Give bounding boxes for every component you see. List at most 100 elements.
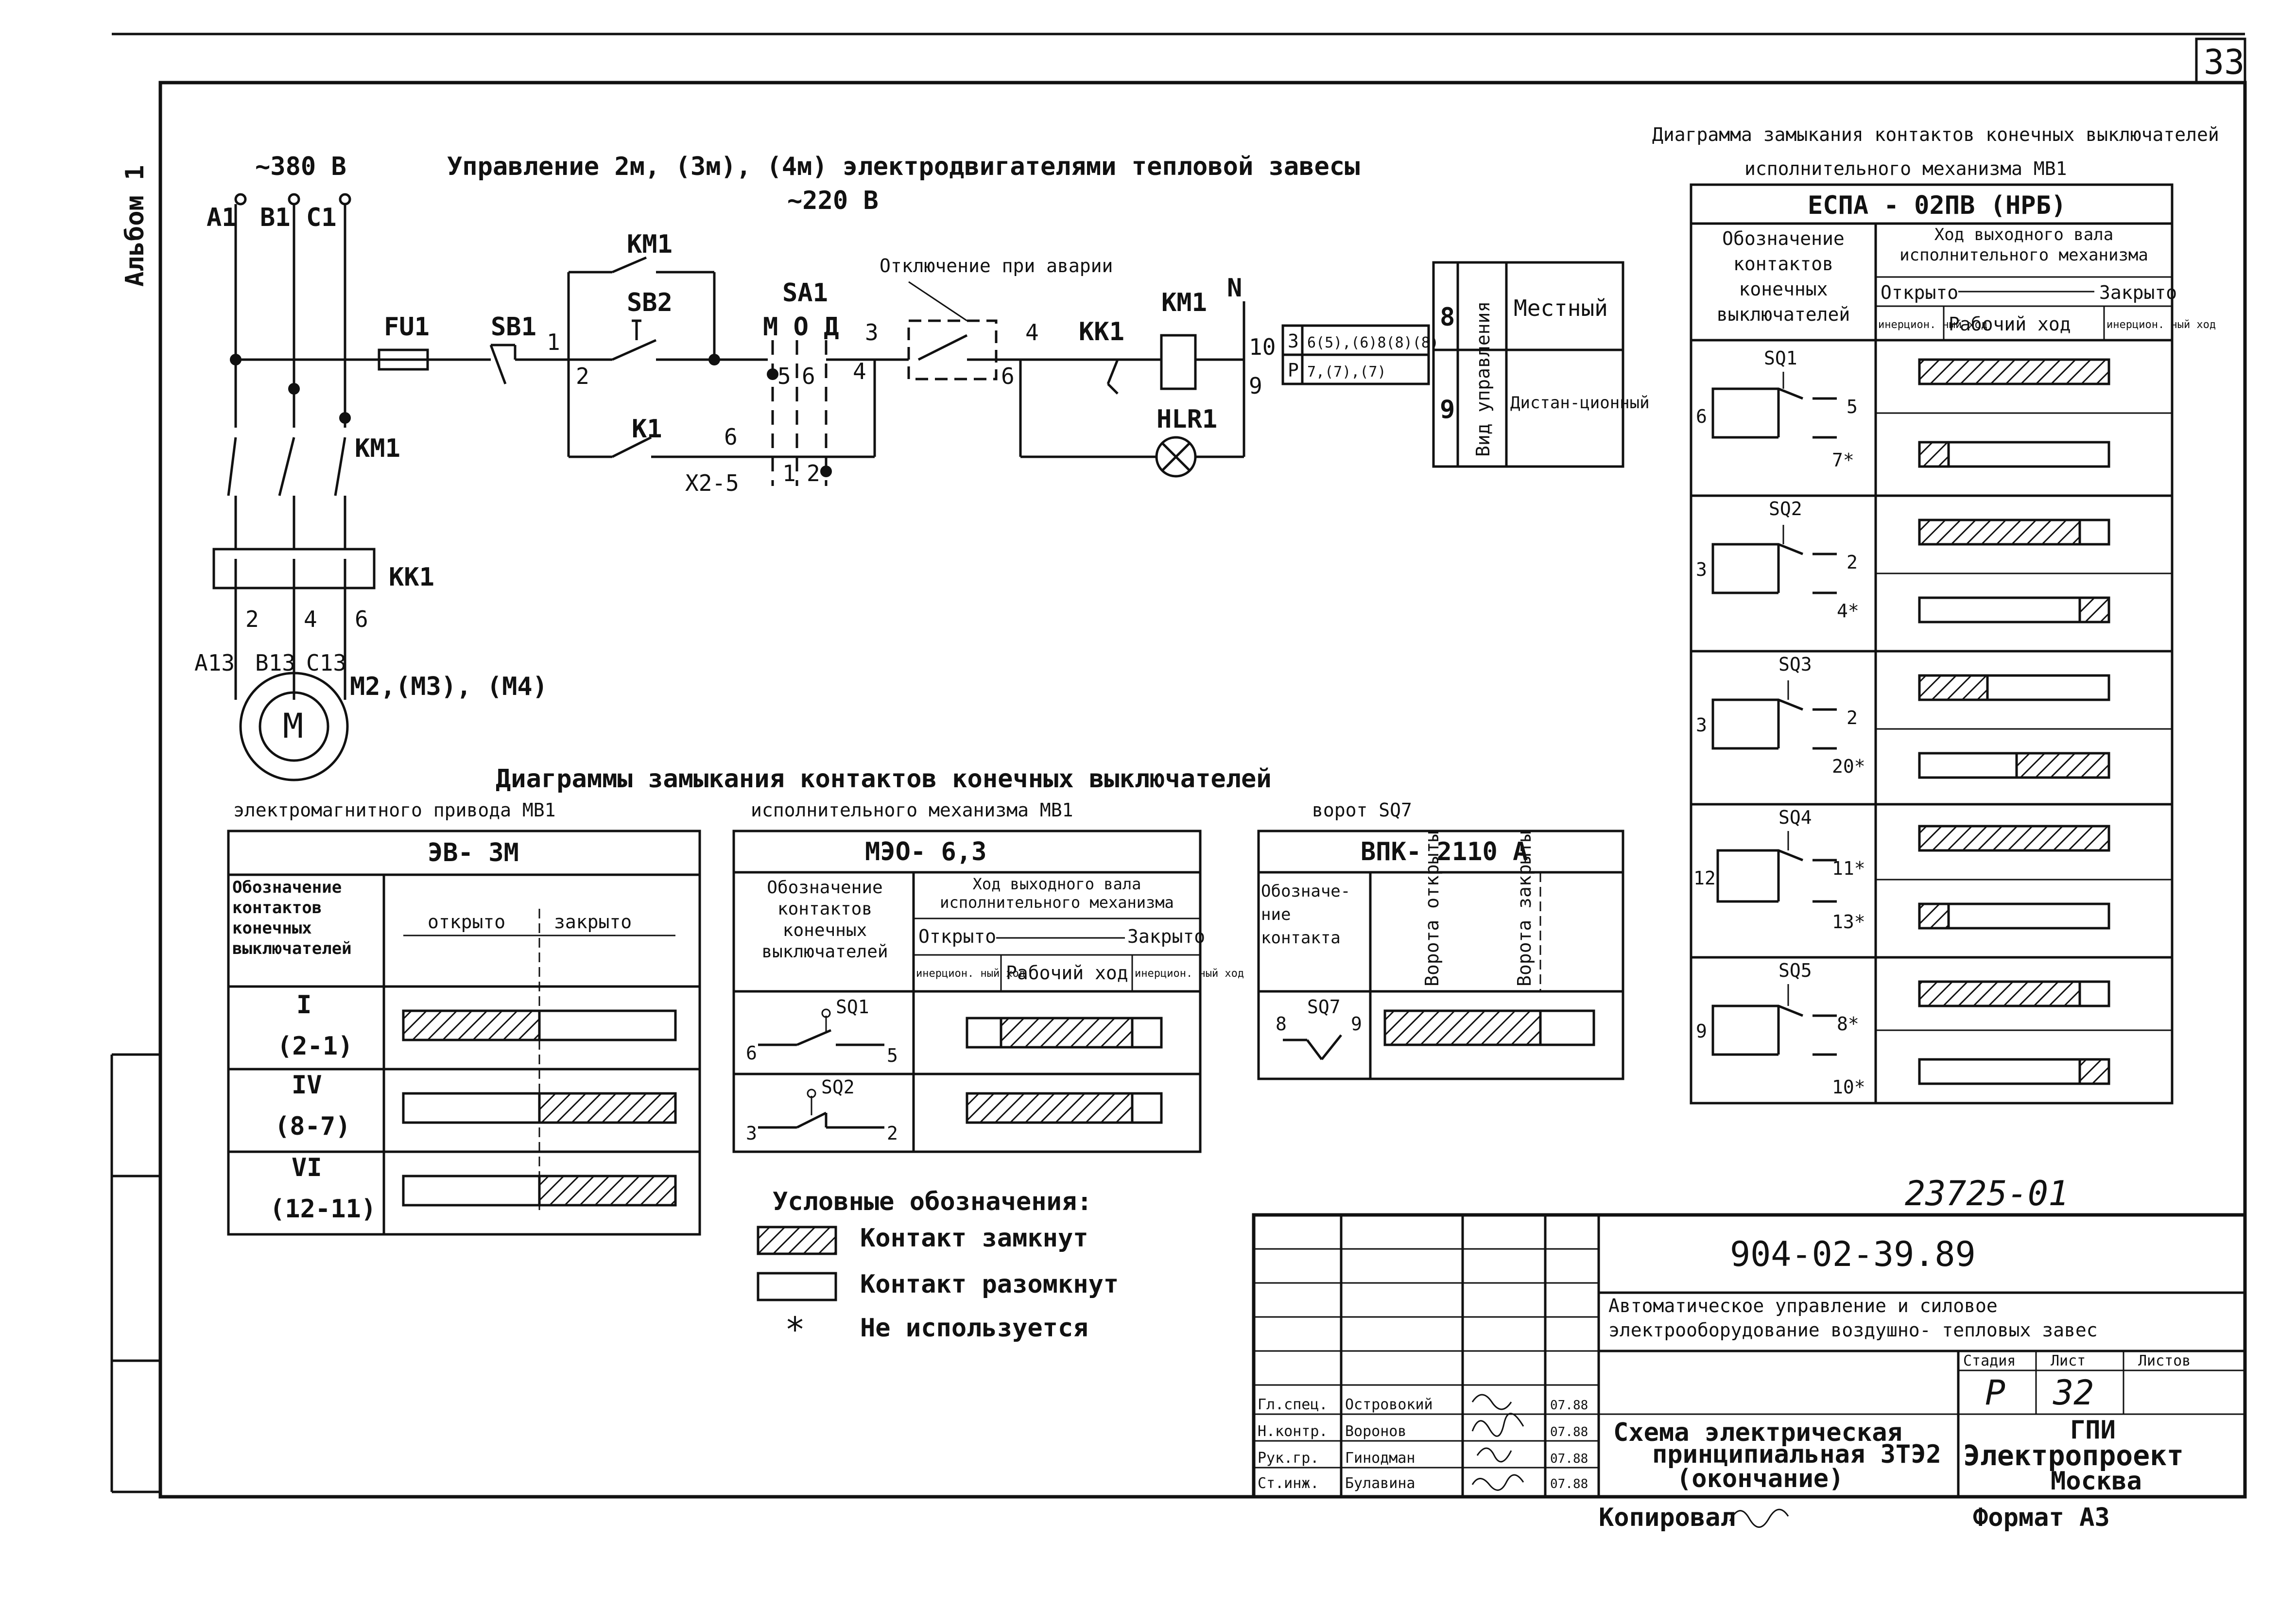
node-1: 1	[547, 329, 560, 355]
espa-sq1-closed-a	[1918, 358, 2110, 385]
espa-sq2-closed-a	[1918, 519, 2081, 546]
motor-symbol	[239, 672, 349, 781]
node-1b: 1	[782, 460, 796, 486]
vpk-sq7-name: SQ7	[1307, 996, 1341, 1018]
table-vpk: ВПК- 2110 А Обозначе-ние контакта Ворота…	[1257, 830, 1624, 1080]
signer-2-name: Воронов	[1345, 1423, 1406, 1440]
espa-inertial-right: инерцион. ный ход	[2106, 319, 2216, 331]
vpk-sq7-right: 9	[1351, 1013, 1362, 1035]
espa-open: Открыто	[1881, 282, 1958, 303]
phase-label-b: B1	[260, 203, 291, 232]
legend-unused-label: Не используется	[860, 1314, 1088, 1343]
node-4: 4	[1025, 319, 1039, 346]
control-type-header: Вид управления	[1472, 301, 1494, 457]
coil-label: КМ1	[1161, 288, 1207, 317]
espa-closed: Закрыто	[2099, 282, 2177, 303]
espa-sq2-closed-b	[2078, 596, 2110, 623]
node-2: 2	[576, 363, 589, 389]
album-label: Альбом 1	[121, 165, 150, 287]
espa-sq1-closed-b	[1918, 441, 1950, 468]
motor-letter: М	[283, 706, 303, 746]
table-espa: ЕСПА - 02ПВ (НРБ) Обозначение контактов …	[1690, 183, 2216, 1105]
mode-row-3-contacts: 6(5),(6)8(8)(8)	[1307, 334, 1439, 351]
control-type-remote: Дистан-ционный	[1510, 393, 1650, 413]
voltage-control: ~220 В	[787, 186, 879, 215]
signer-1-name: Островокий	[1345, 1396, 1433, 1413]
copied-by: Копировал	[1599, 1503, 1736, 1532]
sheet-label: Лист	[2051, 1352, 2086, 1369]
vpk-sq7-closed	[1383, 1009, 1542, 1046]
phase-label-c: C1	[306, 203, 337, 232]
ev-open-label: открыто	[428, 911, 505, 933]
signer-3-date: 07.88	[1550, 1452, 1588, 1466]
espa-sq3-closed-a	[1918, 674, 1989, 701]
meo-sq1-closed	[1000, 1017, 1134, 1049]
node-10: 10	[1249, 334, 1276, 360]
copier-signature	[1729, 1508, 1789, 1528]
emergency-label: Отключение при аварии	[880, 255, 1113, 277]
vpk-gate-open: Ворота открыты	[1421, 831, 1443, 987]
espa-sq3-closed-b	[2015, 752, 2110, 779]
signature-2	[1471, 1413, 1524, 1437]
ev-row-2-closed	[538, 1092, 677, 1124]
coil-km1	[1160, 334, 1197, 390]
signer-2-date: 07.88	[1550, 1425, 1588, 1439]
ev-caption: электромагнитного привода МВ1	[233, 799, 555, 821]
doc-number: 904-02-39.89	[1730, 1234, 1976, 1274]
node-6c: 6	[1001, 363, 1015, 389]
espa-sq4-bottom: 13*	[1832, 911, 1865, 933]
meo-caption: исполнительного механизма МВ1	[751, 799, 1073, 821]
control-type-num-8: 8	[1440, 303, 1455, 332]
switch-sa1-label: SA1	[782, 278, 828, 308]
lamp-label: HLR1	[1157, 405, 1217, 434]
contactor-km1-label: КМ1	[355, 434, 400, 463]
ev-row-2-name: IV	[292, 1071, 322, 1100]
sheet-frame	[158, 81, 2247, 1499]
espa-sq5-bar-b	[1918, 1058, 2110, 1085]
org-line-3: Москва	[2051, 1467, 2142, 1496]
signer-1-date: 07.88	[1550, 1398, 1588, 1413]
mode-row-3-code: 3	[1288, 330, 1299, 352]
signer-4-name: Булавина	[1345, 1475, 1416, 1492]
relay-terminal-6: 6	[355, 606, 368, 632]
signature-1	[1471, 1394, 1512, 1410]
meo-col-header: Обозначение контактов конечных выключате…	[761, 878, 888, 962]
espa-sq4-name: SQ4	[1778, 807, 1812, 828]
espa-sq2-left: 3	[1696, 559, 1707, 580]
node-9: 9	[1249, 373, 1262, 399]
espa-sq1-bar-b	[1918, 441, 2110, 468]
relay-terminal-2: 2	[245, 606, 259, 632]
legend-star: *	[785, 1310, 805, 1350]
km1-self-hold-label: КМ1	[627, 230, 673, 259]
motor-lead-c13: С13	[306, 650, 346, 676]
signer-4-date: 07.88	[1550, 1477, 1588, 1491]
espa-caption-1: Диаграмма замыкания контактов конечных в…	[1652, 124, 2219, 145]
espa-sq3-top: 2	[1847, 707, 1858, 728]
espa-sq5-bottom: 10*	[1832, 1076, 1865, 1098]
power-circuit: A1 B1 C1 КМ1 КК1 2 4 6 А13 В13 С13 М М2,…	[194, 193, 548, 781]
espa-sq5-top: 8*	[1837, 1013, 1859, 1035]
meo-title: МЭО- 6,3	[865, 837, 986, 866]
espa-inertial-left: инерцион. ный ход	[1878, 319, 1987, 331]
inventory-number: 23725-01	[1905, 1174, 2069, 1213]
relay-kk1-label: КК1	[389, 563, 434, 592]
page-number: 33	[2204, 42, 2244, 82]
espa-sq4-left: 12	[1693, 867, 1716, 889]
voltage-power: ~380 В	[255, 152, 346, 181]
meo-sq1-right: 5	[887, 1045, 898, 1066]
vpk-gate-closed: Ворота закрыты	[1514, 831, 1535, 987]
espa-sq2-bottom: 4*	[1837, 600, 1859, 622]
node-6: 6	[724, 424, 738, 450]
org-line-1: ГПИ	[2070, 1416, 2116, 1445]
legend-closed-label: Контакт замкнут	[860, 1224, 1088, 1253]
signer-2-role: Н.контр.	[1258, 1423, 1328, 1440]
phase-label-a: A1	[207, 203, 237, 232]
motor-lead-a13: А13	[194, 650, 235, 676]
espa-sq4-closed-b	[1918, 902, 1950, 930]
node-6b: 6	[802, 363, 815, 389]
fuse-label: FU1	[384, 312, 430, 342]
table-ev3m: ЭВ- 3М Обозначение контактов конечных вы…	[227, 830, 701, 1236]
meo-closed: Закрыто	[1127, 926, 1205, 947]
mode-row-p-code: Р	[1288, 360, 1299, 381]
node-3: 3	[865, 319, 879, 346]
